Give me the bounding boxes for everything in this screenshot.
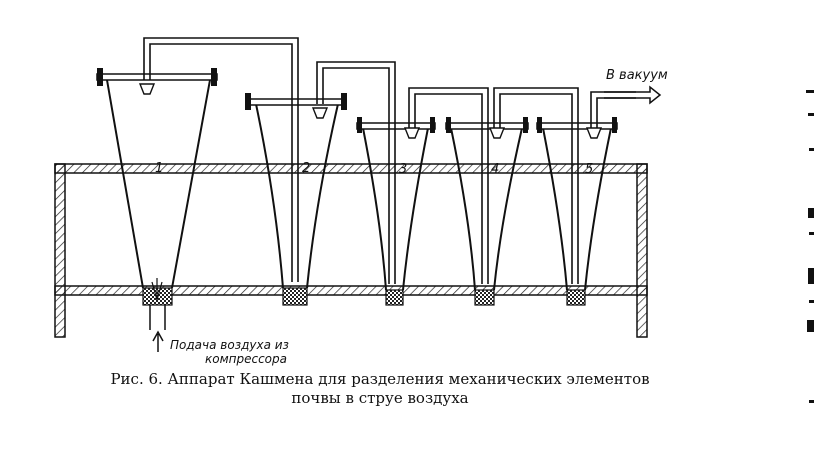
- vessel-4-label: 4: [491, 162, 499, 177]
- edge-fragment: [806, 90, 814, 93]
- edge-fragment: [809, 300, 814, 303]
- vacuum-label: В вакуум: [606, 68, 668, 83]
- vacuum-arrow-icon: [604, 85, 662, 105]
- left-leg: [54, 163, 66, 338]
- caption-line-1: Рис. 6. Аппарат Кашмена для разделения м…: [110, 370, 650, 388]
- caption-line-2: почвы в струе воздуха: [291, 389, 469, 407]
- edge-fragment: [808, 268, 814, 284]
- vessel-2-label: 2: [302, 161, 310, 176]
- vessel-1: [96, 68, 218, 330]
- right-leg: [636, 163, 648, 338]
- edge-fragment: [808, 208, 814, 218]
- vessel-3: [356, 117, 436, 306]
- pipe-inlets: [138, 83, 603, 139]
- vessel-4: [445, 117, 529, 306]
- air-supply-label-line1: Подача воздуха из: [170, 338, 289, 352]
- upper-shelf: [54, 163, 648, 174]
- air-supply-arrow-icon: [152, 330, 164, 352]
- support-frame: [54, 163, 648, 338]
- air-jet-icon: [151, 278, 163, 301]
- edge-fragment: [809, 232, 814, 235]
- vessel-3-label: 3: [399, 162, 407, 177]
- edge-fragment: [809, 148, 814, 151]
- edge-fragment: [807, 320, 814, 332]
- edge-fragment: [808, 113, 814, 116]
- edge-fragment: [809, 400, 814, 403]
- figure-caption: Рис. 6. Аппарат Кашмена для разделения м…: [0, 370, 760, 408]
- air-supply-label-line2: компрессора: [205, 352, 287, 366]
- vessel-1-label: 1: [155, 161, 163, 176]
- vessel-2: [245, 93, 347, 306]
- vessel-5: [536, 117, 618, 306]
- connecting-pipes: [143, 37, 636, 284]
- vessel-5-label: 5: [585, 162, 593, 177]
